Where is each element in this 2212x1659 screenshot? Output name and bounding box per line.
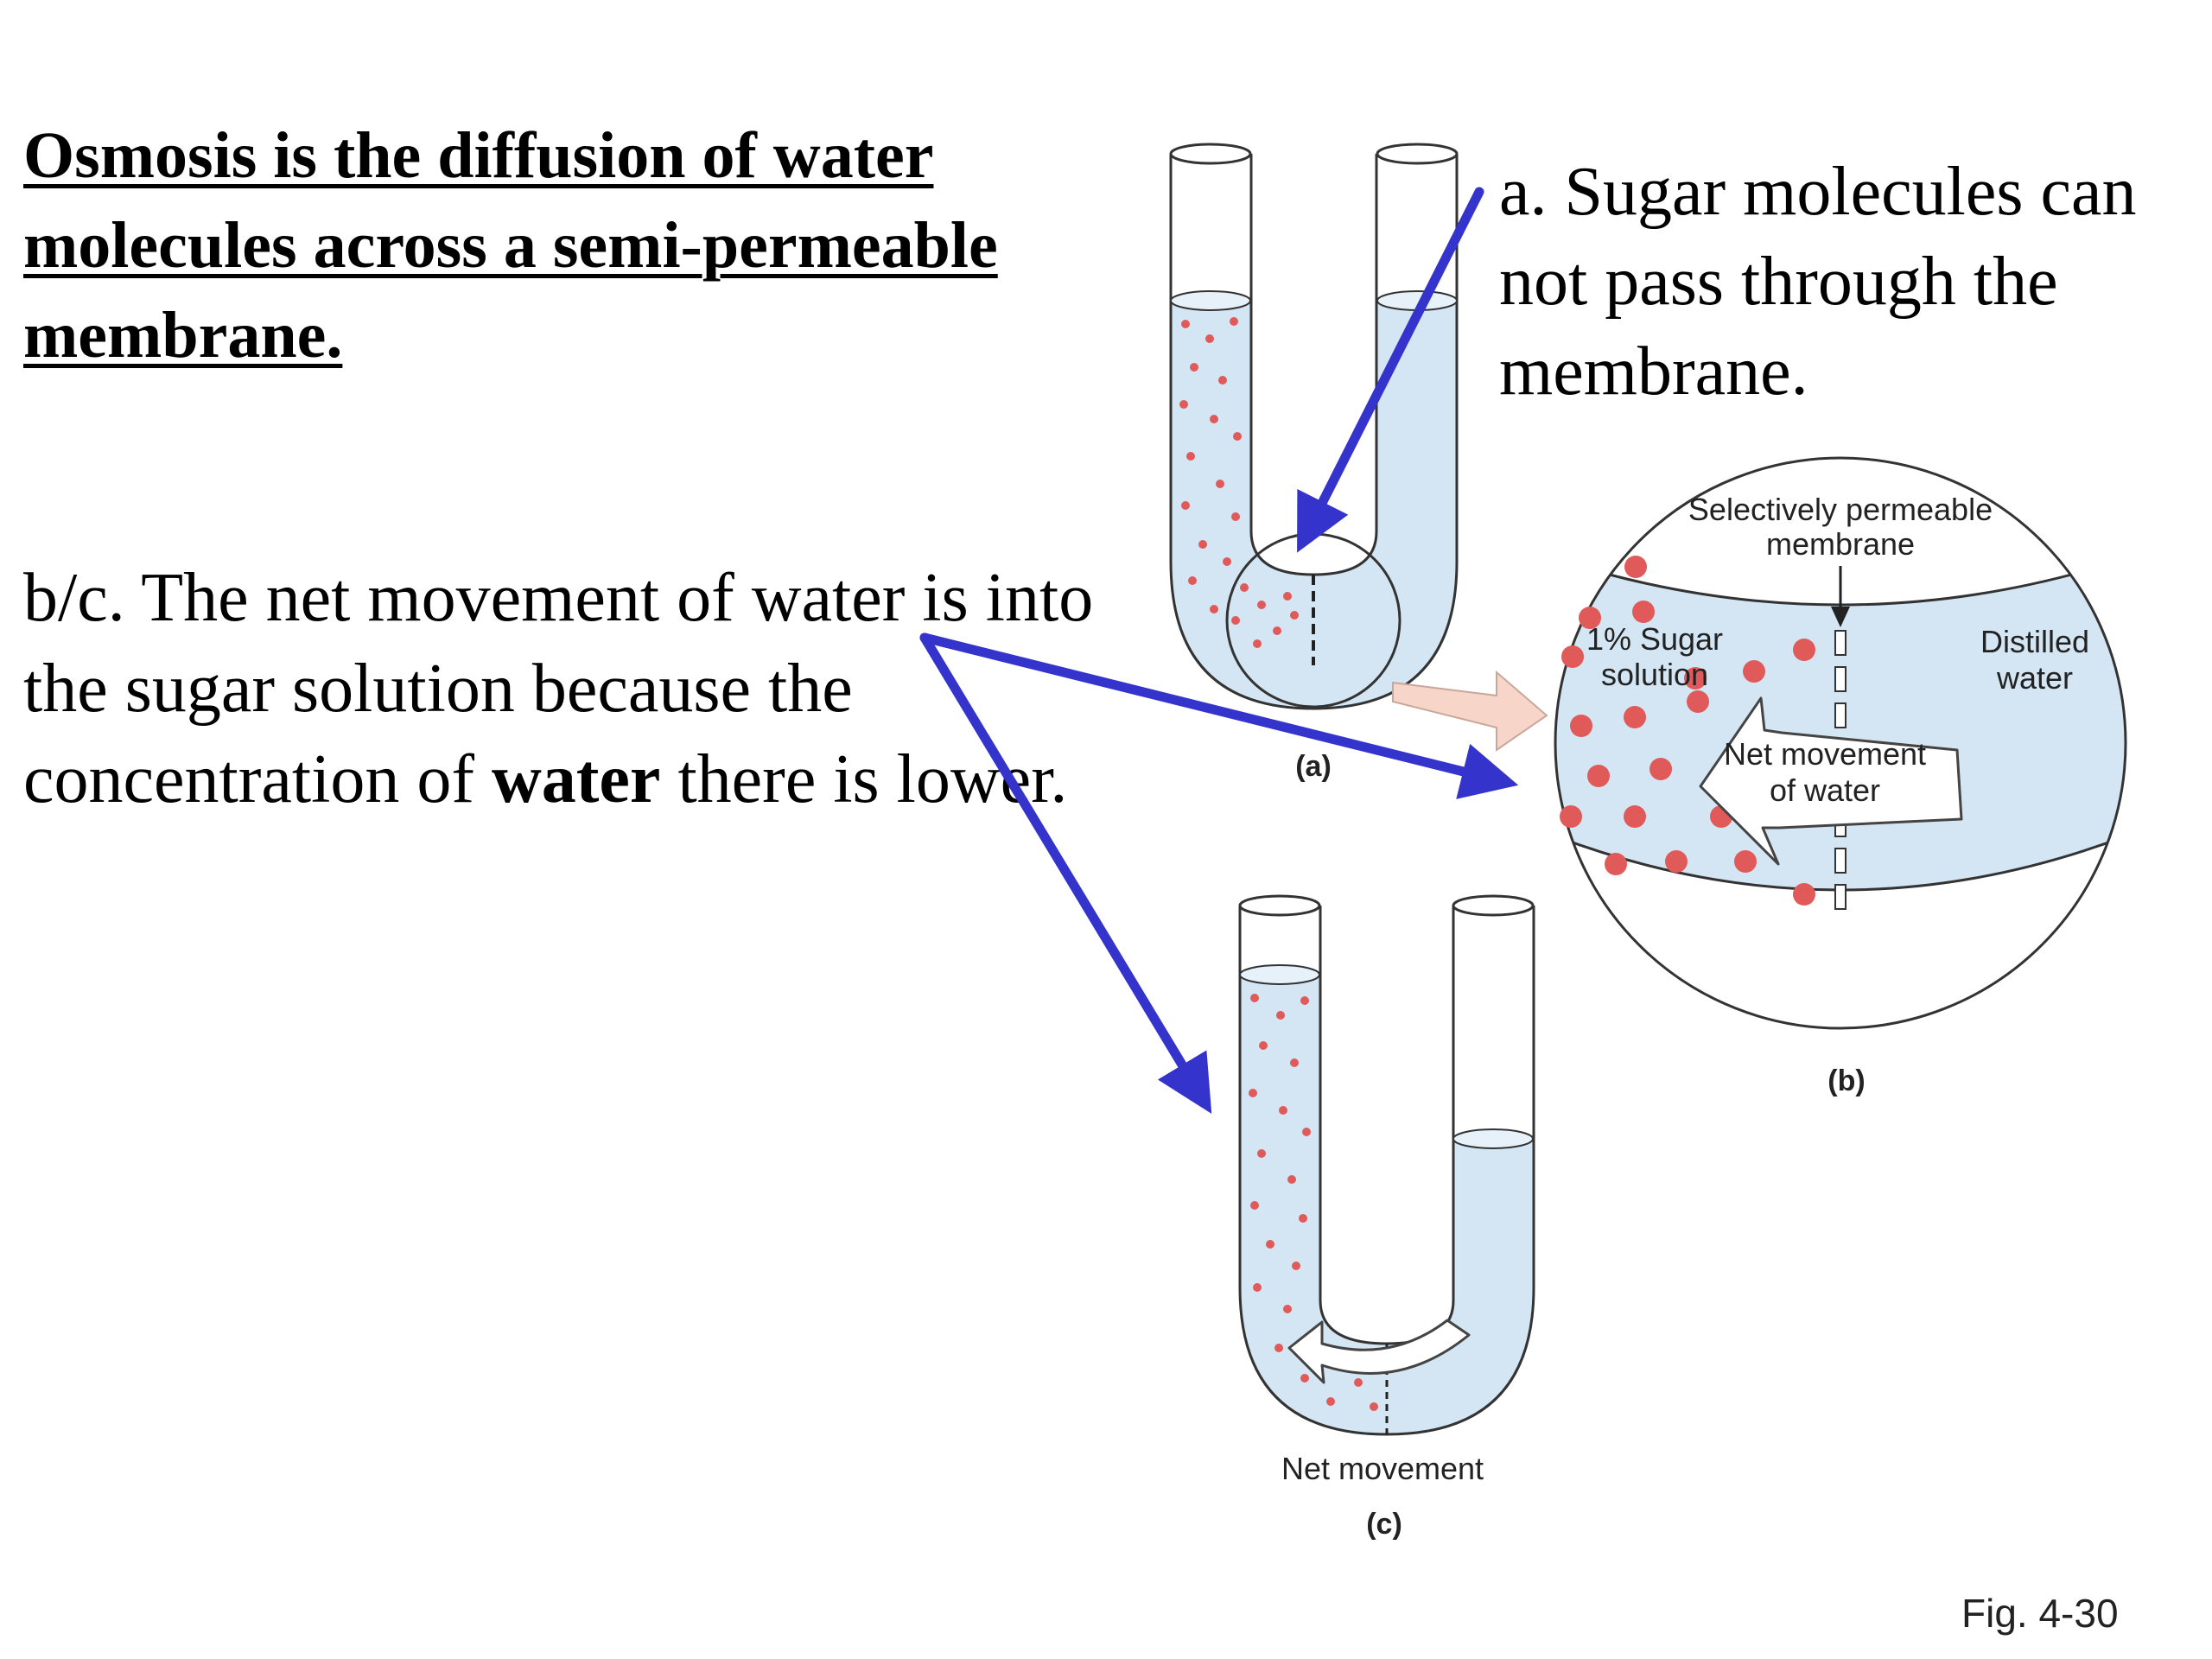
magnified-view-b [1554, 456, 2127, 1030]
figure-reference: Fig. 4-30 [1961, 1591, 2119, 1636]
label-sugar-line2: solution [1601, 657, 1708, 692]
note-membrane-blocks-sugar: a. Sugar molecules can not pass through … [1499, 154, 2137, 410]
arrow-to-panel-c [919, 632, 1212, 1114]
annotation-arrows [919, 187, 1519, 1114]
label-distilled-line1: Distilled [1980, 624, 2089, 659]
sugar-dots-c [1249, 994, 1378, 1411]
label-net-line1: Net movement [1724, 736, 1926, 772]
arrow-to-panel-b [919, 632, 1519, 799]
u-tube-a [1169, 143, 1459, 710]
sugar-dots-a [1179, 317, 1299, 648]
label-net-movement-c: Net movement [1281, 1451, 1484, 1486]
arrow-to-membrane-a [1297, 187, 1484, 553]
slide-title: Osmosis is the diffusion of water molecu… [23, 119, 998, 372]
note-bc-bold-word: water [492, 741, 661, 817]
label-sugar-line1: 1% Sugar [1586, 621, 1723, 657]
label-membrane-line2: membrane [1766, 526, 1915, 562]
net-movement-arrow-b [1699, 696, 1963, 866]
net-movement-arrow-c [1287, 1319, 1471, 1384]
u-tube-c [1238, 894, 1535, 1436]
panel-label-c: (c) [1366, 1508, 1402, 1541]
note-bc-text-start: b/c. The net movement of water is into t… [23, 560, 1094, 817]
label-net-line2: of water [1770, 772, 1880, 808]
label-membrane-line1: Selectively permeable [1688, 492, 1993, 527]
sugar-molecules-b [1560, 556, 1815, 906]
note-bc-text-end: there is lower. [660, 741, 1068, 817]
zoom-callout-arrow [1392, 670, 1548, 752]
panel-label-a: (a) [1295, 750, 1332, 783]
note-net-water-movement: b/c. The net movement of water is into t… [23, 553, 1147, 825]
label-distilled-line2: water [1996, 660, 2073, 696]
panel-label-b: (b) [1827, 1065, 1865, 1097]
